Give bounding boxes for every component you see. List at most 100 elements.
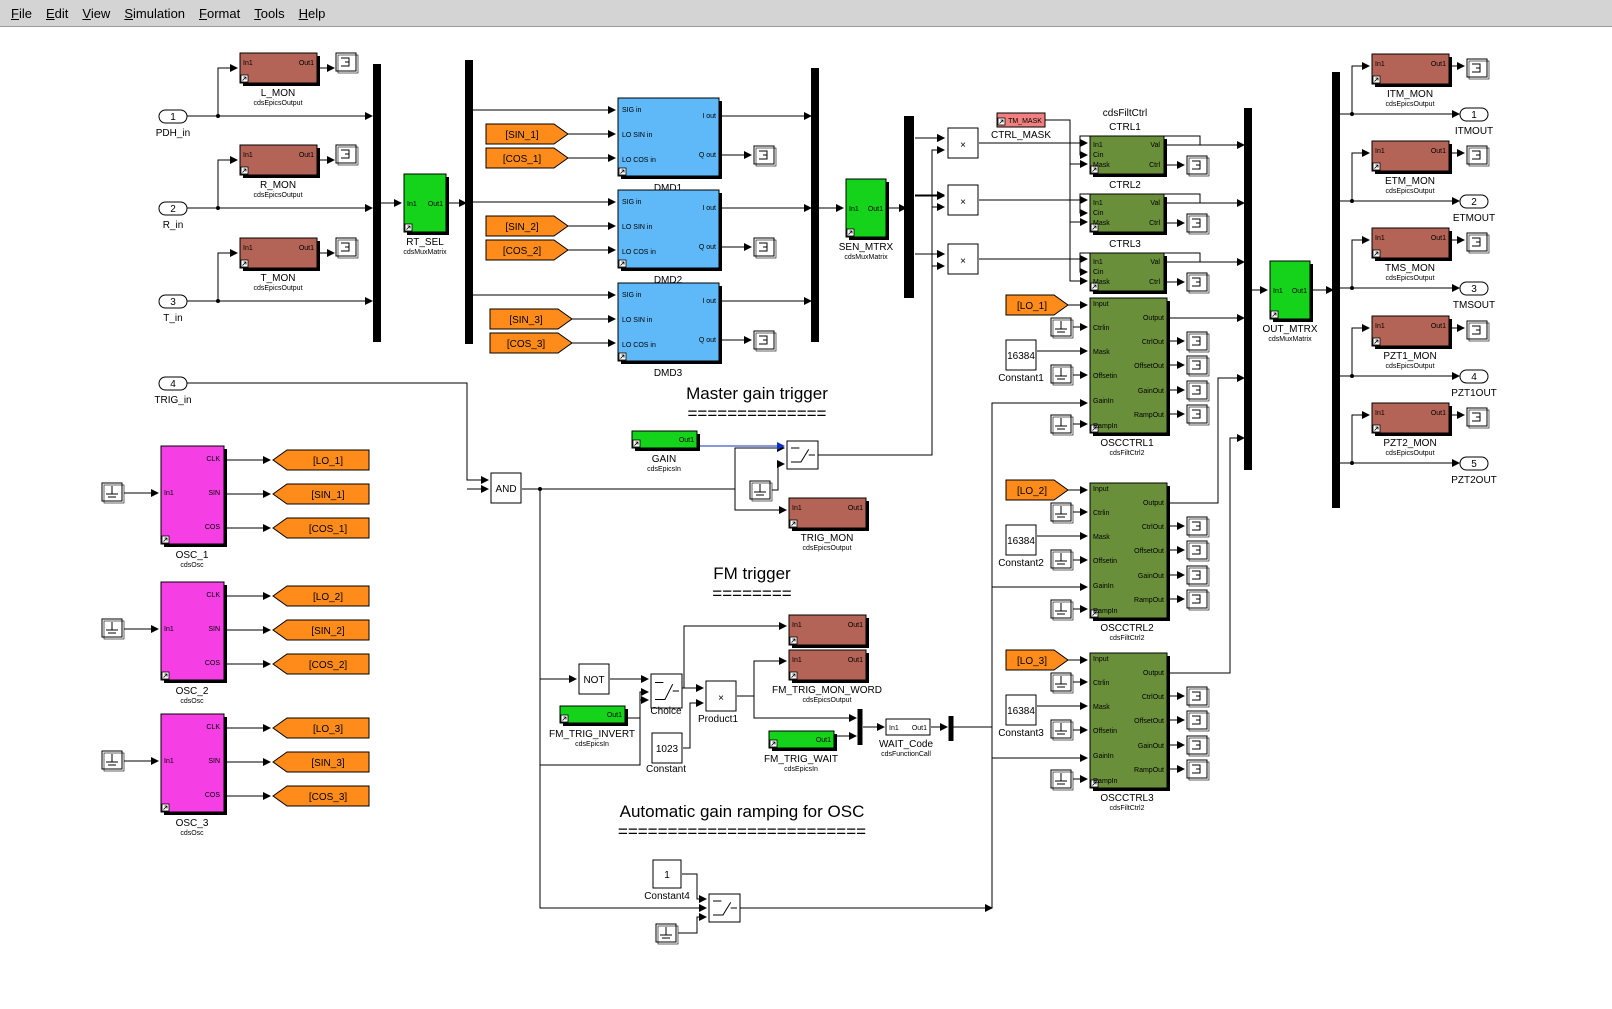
menu-edit[interactable]: Edit [45, 5, 69, 21]
terminator-glyph [341, 57, 350, 67]
choice-switch[interactable] [650, 673, 683, 709]
ground-shadow [103, 484, 125, 504]
and-gate[interactable] [490, 472, 522, 504]
constant4-block[interactable] [652, 859, 682, 889]
output-3-monitor-out-port: Out1 [1431, 235, 1446, 242]
oscctrl-2-constant[interactable] [1005, 524, 1037, 556]
input-monitor-1[interactable] [239, 52, 320, 86]
gain-switch[interactable] [786, 440, 819, 470]
output-3-monitor[interactable] [1371, 227, 1452, 261]
osc-2-block[interactable] [160, 581, 227, 683]
osc-3-block[interactable] [160, 713, 227, 815]
oscctrl-1-in-0: Input [1093, 301, 1109, 308]
output-5-monitor[interactable] [1371, 402, 1452, 436]
ground-glyph [1055, 773, 1067, 785]
osc-1-block[interactable] [160, 445, 227, 547]
oscctrl-3-constant[interactable] [1005, 694, 1037, 726]
fm-trig-wait-block-type: cdsEpicsIn [784, 766, 818, 773]
terminator-glyph [1192, 715, 1201, 725]
rt-sel-block[interactable] [403, 173, 449, 235]
inport-4-oval [158, 376, 188, 391]
ground-shadow [1052, 319, 1074, 339]
output-3-terminator [1466, 232, 1490, 254]
signal-line [540, 696, 649, 766]
inport-4[interactable] [158, 376, 188, 391]
trig-mon-block[interactable] [788, 497, 869, 531]
not-gate[interactable] [578, 663, 610, 695]
ctrl-2-block[interactable] [1089, 193, 1167, 235]
dmd-3-block[interactable] [617, 282, 722, 364]
ctrl-1-val: Val [1150, 142, 1160, 149]
output-2-monitor-type: cdsEpicsOutput [1385, 188, 1434, 195]
oscctrl-1-constant[interactable] [1005, 339, 1037, 371]
fm-trig-mon-block[interactable] [788, 614, 869, 648]
section-master-underline: ============== [688, 404, 827, 423]
output-4-monitor[interactable] [1371, 315, 1452, 349]
menu-simulation[interactable]: Simulation [124, 5, 186, 21]
inport-2[interactable] [158, 201, 188, 216]
constant-block[interactable] [651, 732, 683, 764]
out-mtrx-block[interactable] [1269, 260, 1313, 322]
product-ctrl-1[interactable] [947, 127, 979, 159]
oscctrl-2-block[interactable] [1089, 482, 1170, 621]
terminator-glyph [1192, 218, 1201, 228]
ctrl-1-mask: Mask [1093, 162, 1110, 169]
fm-trig-wait-block-shortcut-arrow [771, 741, 776, 746]
menu-format[interactable]: Format [199, 5, 241, 21]
output-4-port[interactable] [1459, 369, 1489, 384]
fm-trig-invert-block[interactable] [559, 705, 628, 726]
oscctrl-3-block[interactable] [1089, 652, 1170, 791]
oscctrl-1-block[interactable] [1089, 297, 1170, 436]
ctrl-3-block[interactable] [1089, 252, 1167, 294]
ground-glyph [1055, 603, 1067, 615]
output-3-monitor-in-port: In1 [1375, 235, 1385, 242]
output-4-port-number: 4 [1471, 372, 1477, 383]
dmd-2-block[interactable] [617, 189, 722, 271]
oscctrl-1-in-5: RampIn [1093, 423, 1118, 430]
menu-file[interactable]: File [11, 5, 32, 21]
output-1-monitor[interactable] [1371, 53, 1452, 87]
product1-block[interactable] [705, 680, 737, 712]
oscctrl-2-lo-tag [1005, 479, 1069, 501]
output-3-port[interactable] [1459, 281, 1489, 296]
input-monitor-3-in-port: In1 [243, 245, 253, 252]
ctrl-mask-tag [996, 112, 1046, 128]
output-2-port[interactable] [1459, 194, 1489, 209]
inport-1[interactable] [158, 109, 188, 124]
constant-label: Constant [646, 764, 686, 775]
menu-help[interactable]: Help [298, 5, 326, 21]
output-2-monitor-label: ETM_MON [1385, 176, 1435, 187]
ground-glyph [1055, 676, 1067, 688]
osc-1-cos-tag-text: [COS_1] [309, 524, 348, 535]
fm-trig-wait-block[interactable] [768, 730, 837, 751]
product-ctrl-2[interactable] [947, 184, 979, 216]
osc-2-ground [101, 618, 125, 640]
menu-view[interactable]: View [82, 5, 111, 21]
sen-mtrx-block[interactable] [845, 178, 889, 240]
ctrl-1-block[interactable] [1089, 135, 1167, 177]
output-1-port[interactable] [1459, 107, 1489, 122]
fm-trig-mon-word-block[interactable] [788, 649, 869, 683]
terminator-shadow [755, 239, 777, 259]
input-monitor-3-type: cdsEpicsOutput [253, 285, 302, 292]
fm-trig-mon-word-block-shortcut-arrow [791, 673, 796, 678]
dmd-1-block[interactable] [617, 97, 722, 179]
oscctrl-2-constant-label: Constant2 [998, 558, 1044, 569]
output-5-port[interactable] [1459, 456, 1489, 471]
signal-line [682, 873, 707, 903]
gain-epics-in[interactable] [631, 430, 700, 451]
terminator-shadow [1188, 382, 1210, 402]
output-2-monitor[interactable] [1371, 140, 1452, 174]
input-monitor-3[interactable] [239, 237, 320, 271]
product-ctrl-3[interactable] [947, 243, 979, 275]
ctrl-mask-text: TM_MASK [1008, 118, 1042, 125]
wait-code-block[interactable] [885, 718, 931, 736]
ramp-switch[interactable] [708, 893, 741, 923]
oscctrl-2-terminator-4 [1186, 589, 1210, 611]
input-monitor-2[interactable] [239, 144, 320, 178]
inport-3[interactable] [158, 294, 188, 309]
inport-4-label: TRIG_in [154, 395, 191, 406]
osc-3-ground [101, 750, 125, 772]
oscctrl-1-block-body [1089, 297, 1168, 434]
menu-tools[interactable]: Tools [254, 5, 285, 21]
